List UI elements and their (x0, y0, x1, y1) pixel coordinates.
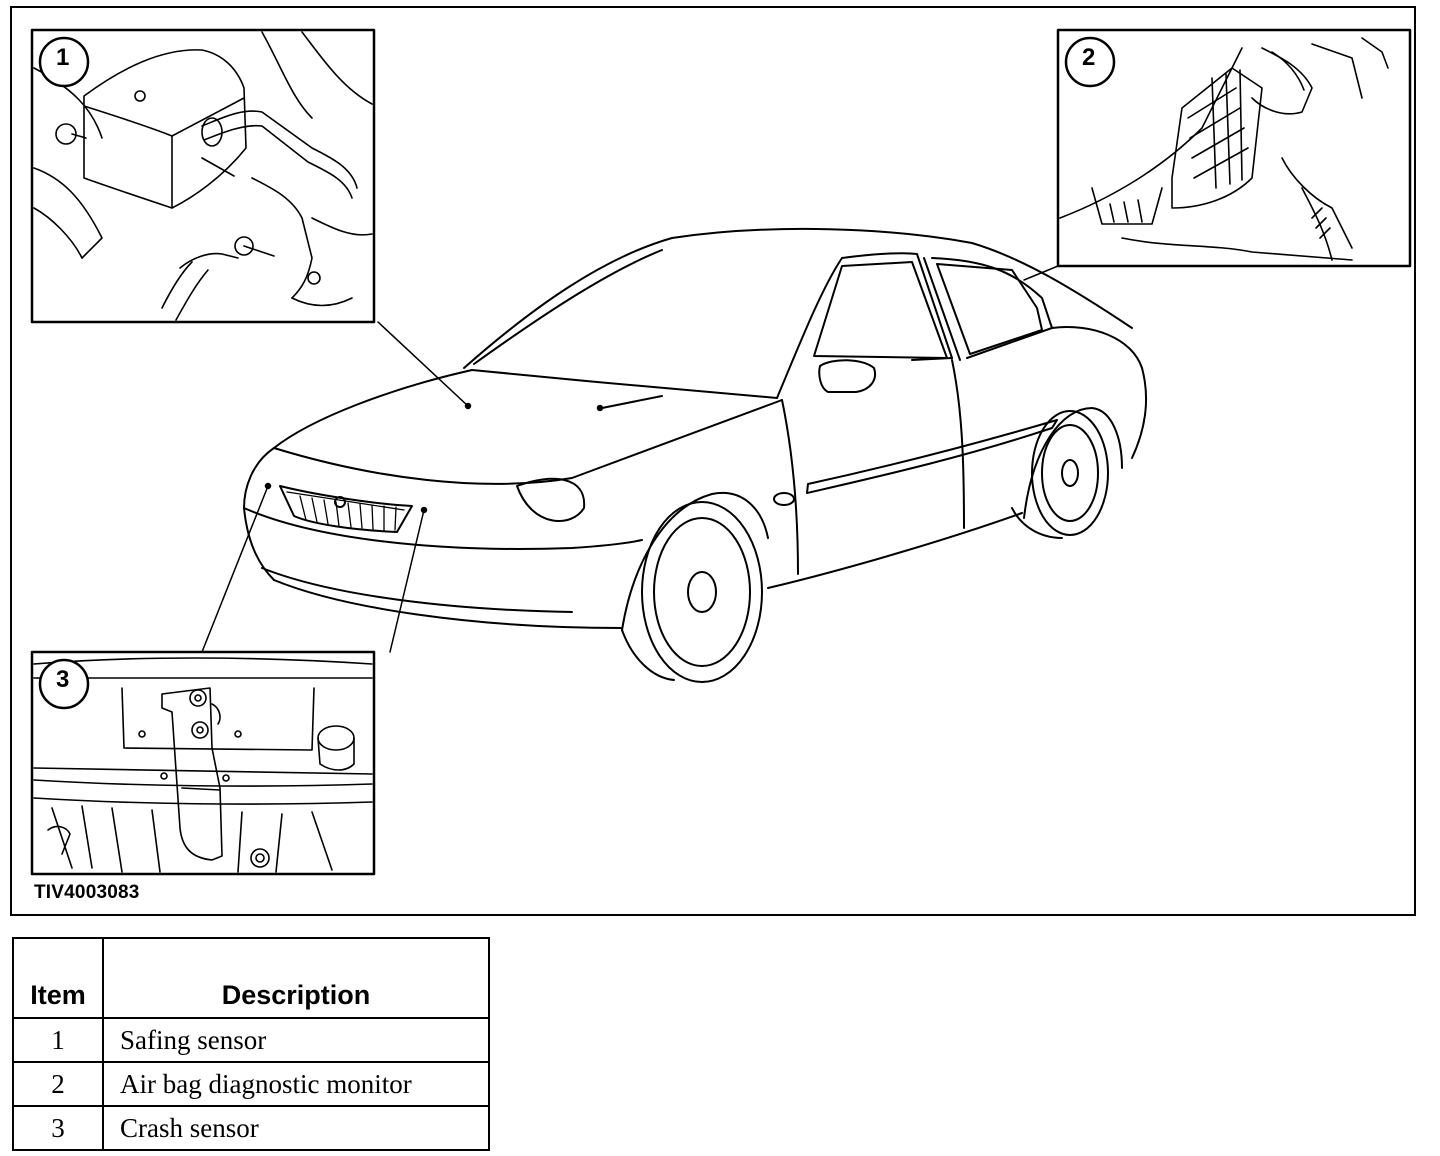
legend-item-number: 2 (12, 1061, 104, 1107)
legend-item-description: Safing sensor (102, 1017, 490, 1063)
leader-lines (201, 265, 1059, 653)
figure-reference-code: TIV4003083 (34, 882, 140, 903)
callout-number-2: 2 (1082, 44, 1096, 71)
legend-table: Item Description 1 Safing sensor 2 Air b… (12, 937, 490, 1151)
legend-item-description: Air bag diagnostic monitor (102, 1061, 490, 1107)
car-illustration (243, 227, 1148, 683)
table-row: 1 Safing sensor (12, 1017, 490, 1063)
diagram-frame: 1 2 3 TIV4003083 (10, 6, 1416, 916)
callout-number-1: 1 (56, 44, 70, 71)
inset-1-frame (30, 28, 376, 324)
legend-item-number: 3 (12, 1105, 104, 1151)
callout-circle-2 (1064, 36, 1116, 88)
legend-item-number: 1 (12, 1017, 104, 1063)
legend-header-description: Description (102, 937, 490, 1019)
table-row: 3 Crash sensor (12, 1105, 490, 1151)
inset-3-frame (30, 650, 376, 876)
legend-item-description: Crash sensor (102, 1105, 490, 1151)
inset-diagnostic-monitor (1056, 28, 1412, 268)
callout-circle-3 (38, 658, 90, 710)
legend-header-item: Item (12, 937, 104, 1019)
table-row: 2 Air bag diagnostic monitor (12, 1061, 490, 1107)
diagram-art (30, 28, 1412, 876)
callout-circle-1 (38, 36, 90, 88)
callout-number-3: 3 (56, 666, 70, 693)
inset-2-frame (1056, 28, 1412, 268)
inset-safing-sensor (30, 28, 376, 324)
inset-crash-sensor (30, 650, 376, 876)
